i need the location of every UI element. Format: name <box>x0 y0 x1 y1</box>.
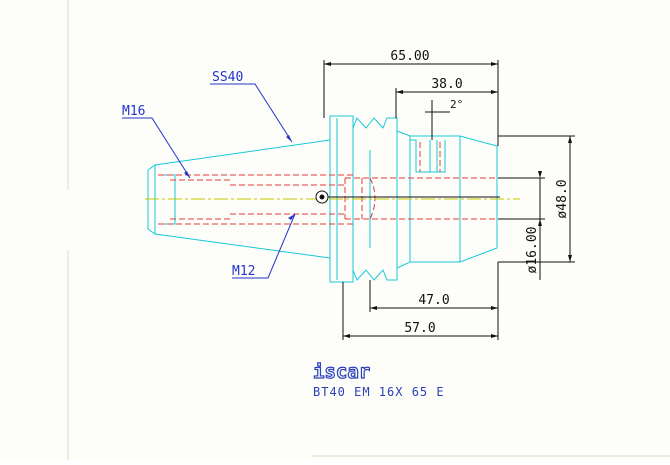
dim-length-57: 57.0 <box>404 321 435 336</box>
iscar-logo: iscar <box>312 360 370 383</box>
leader-lines <box>122 83 296 279</box>
leader-arrows <box>184 135 295 220</box>
callout-taper: SS40 <box>212 70 243 85</box>
part-number: BT40 EM 16X 65 E <box>313 385 445 399</box>
logo-text: iscar <box>313 361 370 383</box>
dim-flange-offset: 38.0 <box>431 77 462 92</box>
sheet-border <box>67 0 670 460</box>
dim-bore-diameter: ø16.00 <box>525 227 540 274</box>
dimension-lines <box>323 60 575 340</box>
dimension-arrows <box>324 62 572 338</box>
dim-overall-length: 65.00 <box>390 49 429 64</box>
dim-length-47: 47.0 <box>418 293 449 308</box>
coolant-hole <box>315 190 500 204</box>
callout-thread-small: M12 <box>232 264 255 279</box>
dim-outer-diameter: ø48.0 <box>555 179 570 218</box>
callout-thread-large: M16 <box>122 104 145 119</box>
hidden-lines <box>158 142 497 225</box>
dim-angle: 2° <box>450 98 463 111</box>
